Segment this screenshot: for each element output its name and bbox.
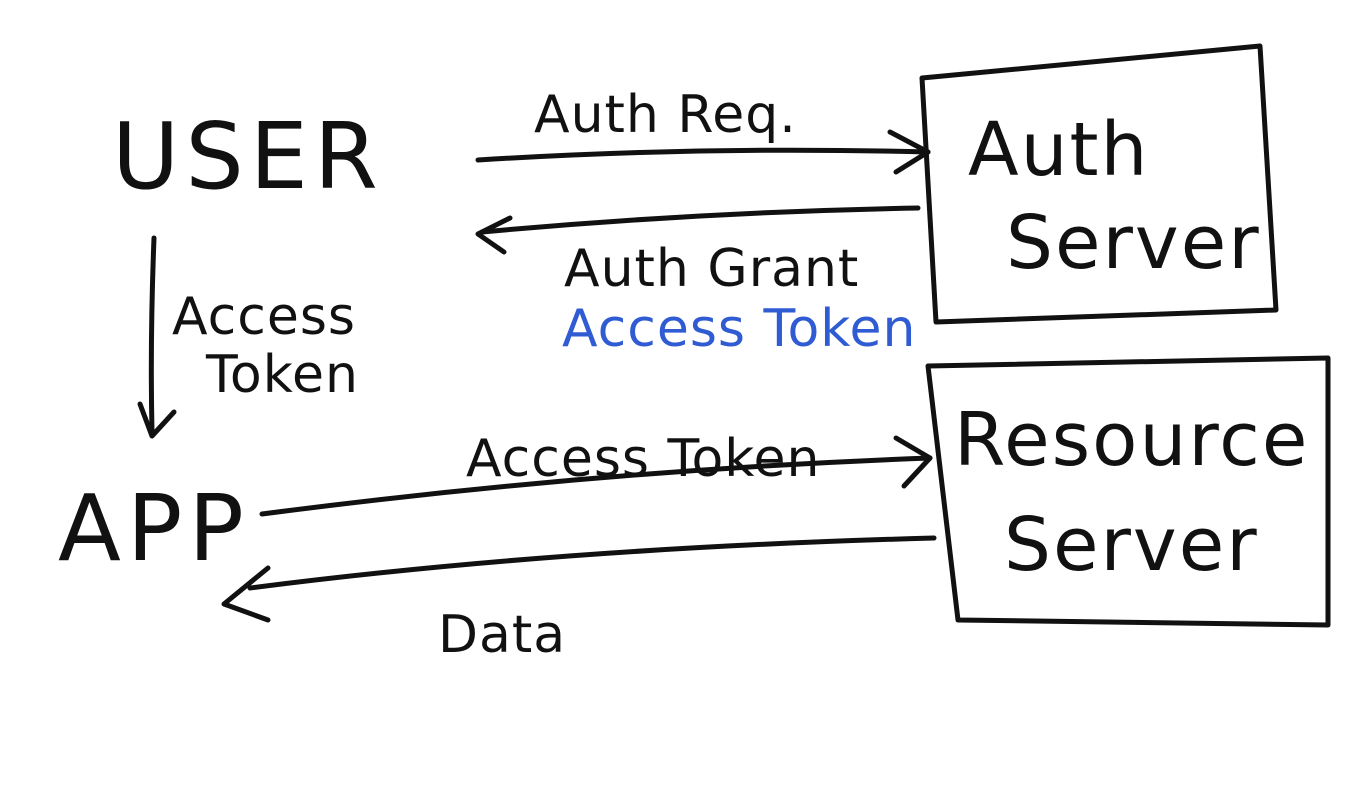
arrowhead-right-icon — [887, 129, 931, 175]
auth-server-label-line1: Auth — [968, 107, 1149, 193]
resource-server-border — [925, 355, 1331, 628]
node-app: APP — [58, 475, 250, 582]
resource-server-label-line1: Resource — [954, 397, 1309, 483]
auth-request-line — [475, 147, 931, 163]
edge-app-to-resource: Access Token — [259, 429, 933, 517]
arrowhead-left-icon — [221, 565, 271, 623]
edge-user-to-app: Access Token — [137, 235, 359, 439]
arrowhead-down-icon — [137, 401, 177, 439]
app-to-resource-label: Access Token — [466, 429, 821, 489]
auth-request-label: Auth Req. — [534, 85, 797, 145]
arrowhead-right-icon — [893, 435, 933, 489]
resource-to-app-line — [247, 535, 937, 591]
edge-auth-request: Auth Req. — [475, 85, 931, 175]
auth-grant-line — [479, 205, 921, 235]
edge-resource-to-app: Data — [221, 535, 937, 665]
resource-to-app-label: Data — [438, 605, 566, 665]
auth-server-label-line2: Server — [1006, 200, 1261, 286]
auth-grant-label: Auth Grant — [564, 239, 859, 299]
arrowhead-left-icon — [475, 215, 513, 255]
user-to-app-line — [148, 235, 157, 435]
node-user: USER — [112, 103, 384, 210]
resource-server-box: Resource Server — [925, 355, 1331, 628]
user-to-app-label-line1: Access — [172, 287, 356, 347]
resource-server-label-line2: Server — [1004, 502, 1259, 588]
auth-server-box: Auth Server — [919, 43, 1279, 325]
auth-grant-token-label: Access Token — [562, 299, 917, 359]
edge-auth-grant: Auth Grant Access Token — [475, 205, 921, 359]
app-to-resource-line — [259, 455, 933, 517]
auth-server-border — [919, 43, 1279, 325]
user-to-app-label-line2: Token — [205, 345, 359, 405]
